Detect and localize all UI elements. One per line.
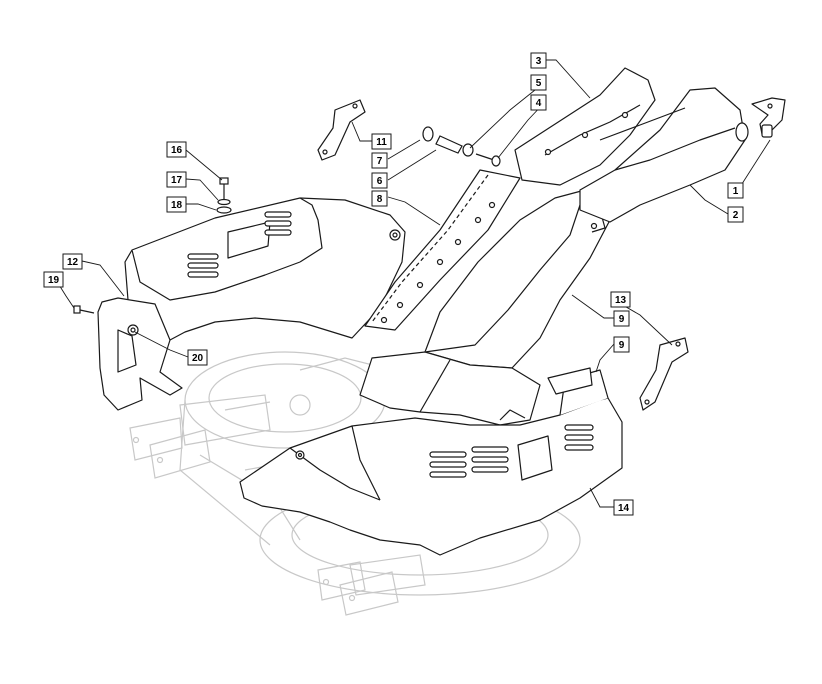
svg-text:12: 12 xyxy=(67,257,79,268)
callout-19: 19 xyxy=(43,271,64,288)
callout-20: 20 xyxy=(187,349,208,366)
spacer-tube-7 xyxy=(422,126,501,167)
deck-body xyxy=(359,351,541,426)
svg-text:2: 2 xyxy=(733,210,739,221)
callout-18: 18 xyxy=(166,196,187,213)
callout-9-upper: 9 xyxy=(613,310,630,327)
svg-text:9: 9 xyxy=(619,314,625,325)
callout-17: 17 xyxy=(166,171,187,188)
callout-11: 11 xyxy=(371,133,392,150)
chute-duct xyxy=(424,189,611,369)
callout-1: 1 xyxy=(727,182,744,199)
svg-text:9: 9 xyxy=(619,340,625,351)
callout-14: 14 xyxy=(613,499,634,516)
vent-slots-front xyxy=(429,424,594,478)
chute-cover xyxy=(364,169,521,331)
callout-9-lower: 9 xyxy=(613,336,630,353)
callouts: 1 2 3 4 5 6 7 8 9 9 11 12 13 14 16 17 18… xyxy=(43,52,744,516)
clip-1 xyxy=(751,97,786,138)
svg-text:19: 19 xyxy=(48,275,60,286)
callout-3: 3 xyxy=(530,52,547,69)
callout-7: 7 xyxy=(371,152,388,169)
svg-text:3: 3 xyxy=(536,56,542,67)
callout-13: 13 xyxy=(610,291,631,308)
svg-text:14: 14 xyxy=(618,503,630,514)
vent-slots-left xyxy=(187,211,292,278)
svg-text:20: 20 xyxy=(192,353,204,364)
svg-text:11: 11 xyxy=(376,137,387,148)
callout-5: 5 xyxy=(530,74,547,91)
chute-extension xyxy=(514,67,749,223)
callout-12: 12 xyxy=(62,253,83,270)
svg-text:7: 7 xyxy=(377,156,383,167)
bracket-11 xyxy=(317,99,366,161)
callout-8: 8 xyxy=(371,190,388,207)
callout-4: 4 xyxy=(530,94,547,111)
svg-text:16: 16 xyxy=(171,145,183,156)
svg-text:4: 4 xyxy=(536,98,542,109)
svg-text:5: 5 xyxy=(536,78,542,89)
callout-16: 16 xyxy=(166,141,187,158)
svg-text:17: 17 xyxy=(171,175,183,186)
bolt-16-17-18 xyxy=(216,177,232,214)
svg-text:13: 13 xyxy=(615,295,627,306)
bracket-13 xyxy=(639,337,689,411)
side-plate xyxy=(97,297,183,411)
rear-housing xyxy=(97,197,406,411)
svg-text:8: 8 xyxy=(377,194,383,205)
front-housing xyxy=(239,367,623,556)
callout-6: 6 xyxy=(371,172,388,189)
callout-2: 2 xyxy=(727,206,744,223)
svg-text:18: 18 xyxy=(171,200,183,211)
svg-text:1: 1 xyxy=(733,186,739,197)
svg-text:6: 6 xyxy=(377,176,383,187)
bolt-19 xyxy=(73,305,95,314)
